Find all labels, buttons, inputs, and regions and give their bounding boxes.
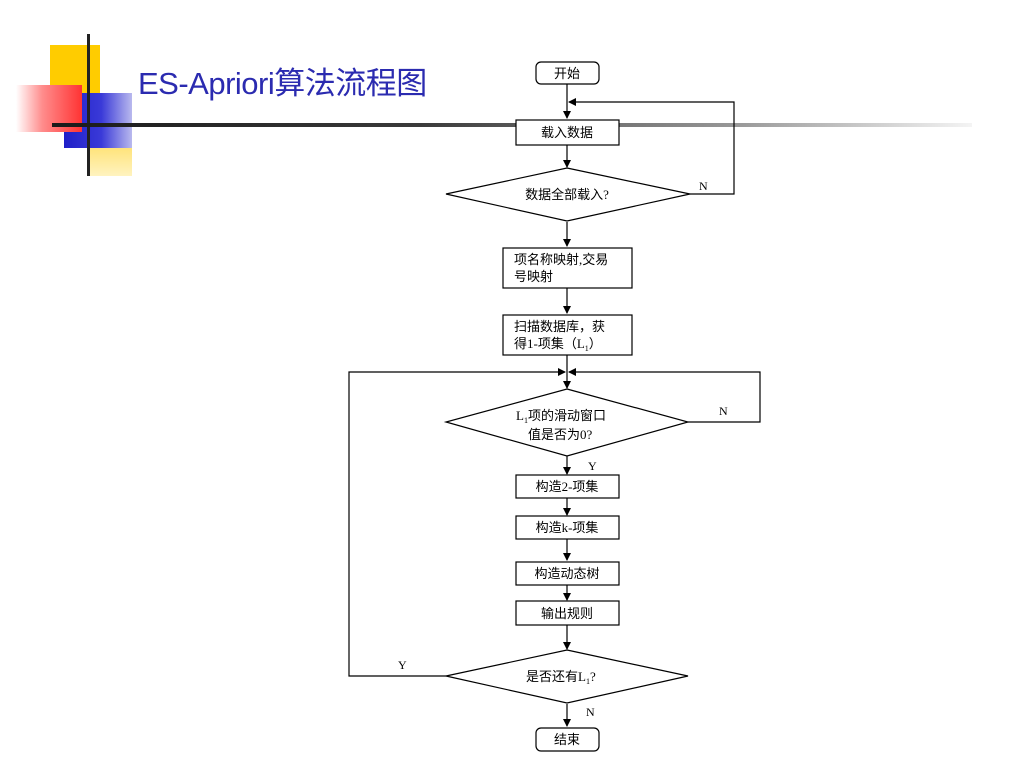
- arrow-loop-window-no: [568, 368, 761, 423]
- scan-label-line1: 扫描数据库，获: [514, 319, 605, 334]
- output-rules-label: 输出规则: [541, 606, 593, 621]
- more-label: 是否还有L1?: [526, 669, 596, 686]
- all-loaded-decision: 数据全部载入? N: [445, 167, 708, 222]
- end-node: 结束: [535, 727, 600, 752]
- window-label-line1: L1项的滑动窗口: [516, 408, 606, 425]
- all-loaded-no-label: N: [699, 179, 708, 193]
- mapping-node: 项名称映射,交易 号映射: [502, 247, 633, 289]
- window-yes-label: Y: [588, 459, 597, 473]
- load-data-label: 载入数据: [541, 125, 593, 140]
- more-yes-label: Y: [398, 658, 407, 672]
- flow-connectors: [348, 84, 761, 727]
- arrow-loop-not-loaded: [568, 98, 735, 195]
- start-label: 开始: [554, 66, 580, 81]
- build-k-node: 构造k-项集: [515, 515, 620, 540]
- start-node: 开始: [535, 61, 600, 85]
- build-tree-label: 构造动态树: [534, 566, 599, 581]
- all-loaded-label: 数据全部载入?: [525, 187, 609, 202]
- build-2-node: 构造2-项集: [515, 474, 620, 499]
- window-decision: L1项的滑动窗口 值是否为0? N Y: [443, 388, 728, 473]
- deco-vertical-line: [87, 34, 90, 176]
- scan-node: 扫描数据库，获 得1-项集（L1）: [502, 314, 633, 356]
- window-no-label: N: [719, 404, 728, 418]
- arrow-loop-more-yes: [348, 368, 566, 677]
- window-label-line2: 值是否为0?: [528, 427, 593, 442]
- output-rules-node: 输出规则: [515, 600, 620, 626]
- build-2-label: 构造2-项集: [536, 479, 599, 494]
- mapping-label-line2: 号映射: [514, 269, 553, 284]
- build-tree-node: 构造动态树: [515, 561, 620, 586]
- load-data-node: 载入数据: [515, 119, 620, 146]
- scan-label-line2: 得1-项集（L1）: [514, 336, 602, 353]
- build-k-label: 构造k-项集: [536, 520, 599, 535]
- end-label: 结束: [554, 732, 580, 747]
- deco-horizontal-line: [52, 123, 972, 127]
- more-decision: 是否还有L1? Y N: [398, 649, 689, 719]
- more-no-label: N: [586, 705, 595, 719]
- slide-title: ES-Apriori算法流程图: [138, 66, 427, 101]
- mapping-label-line1: 项名称映射,交易: [514, 252, 608, 267]
